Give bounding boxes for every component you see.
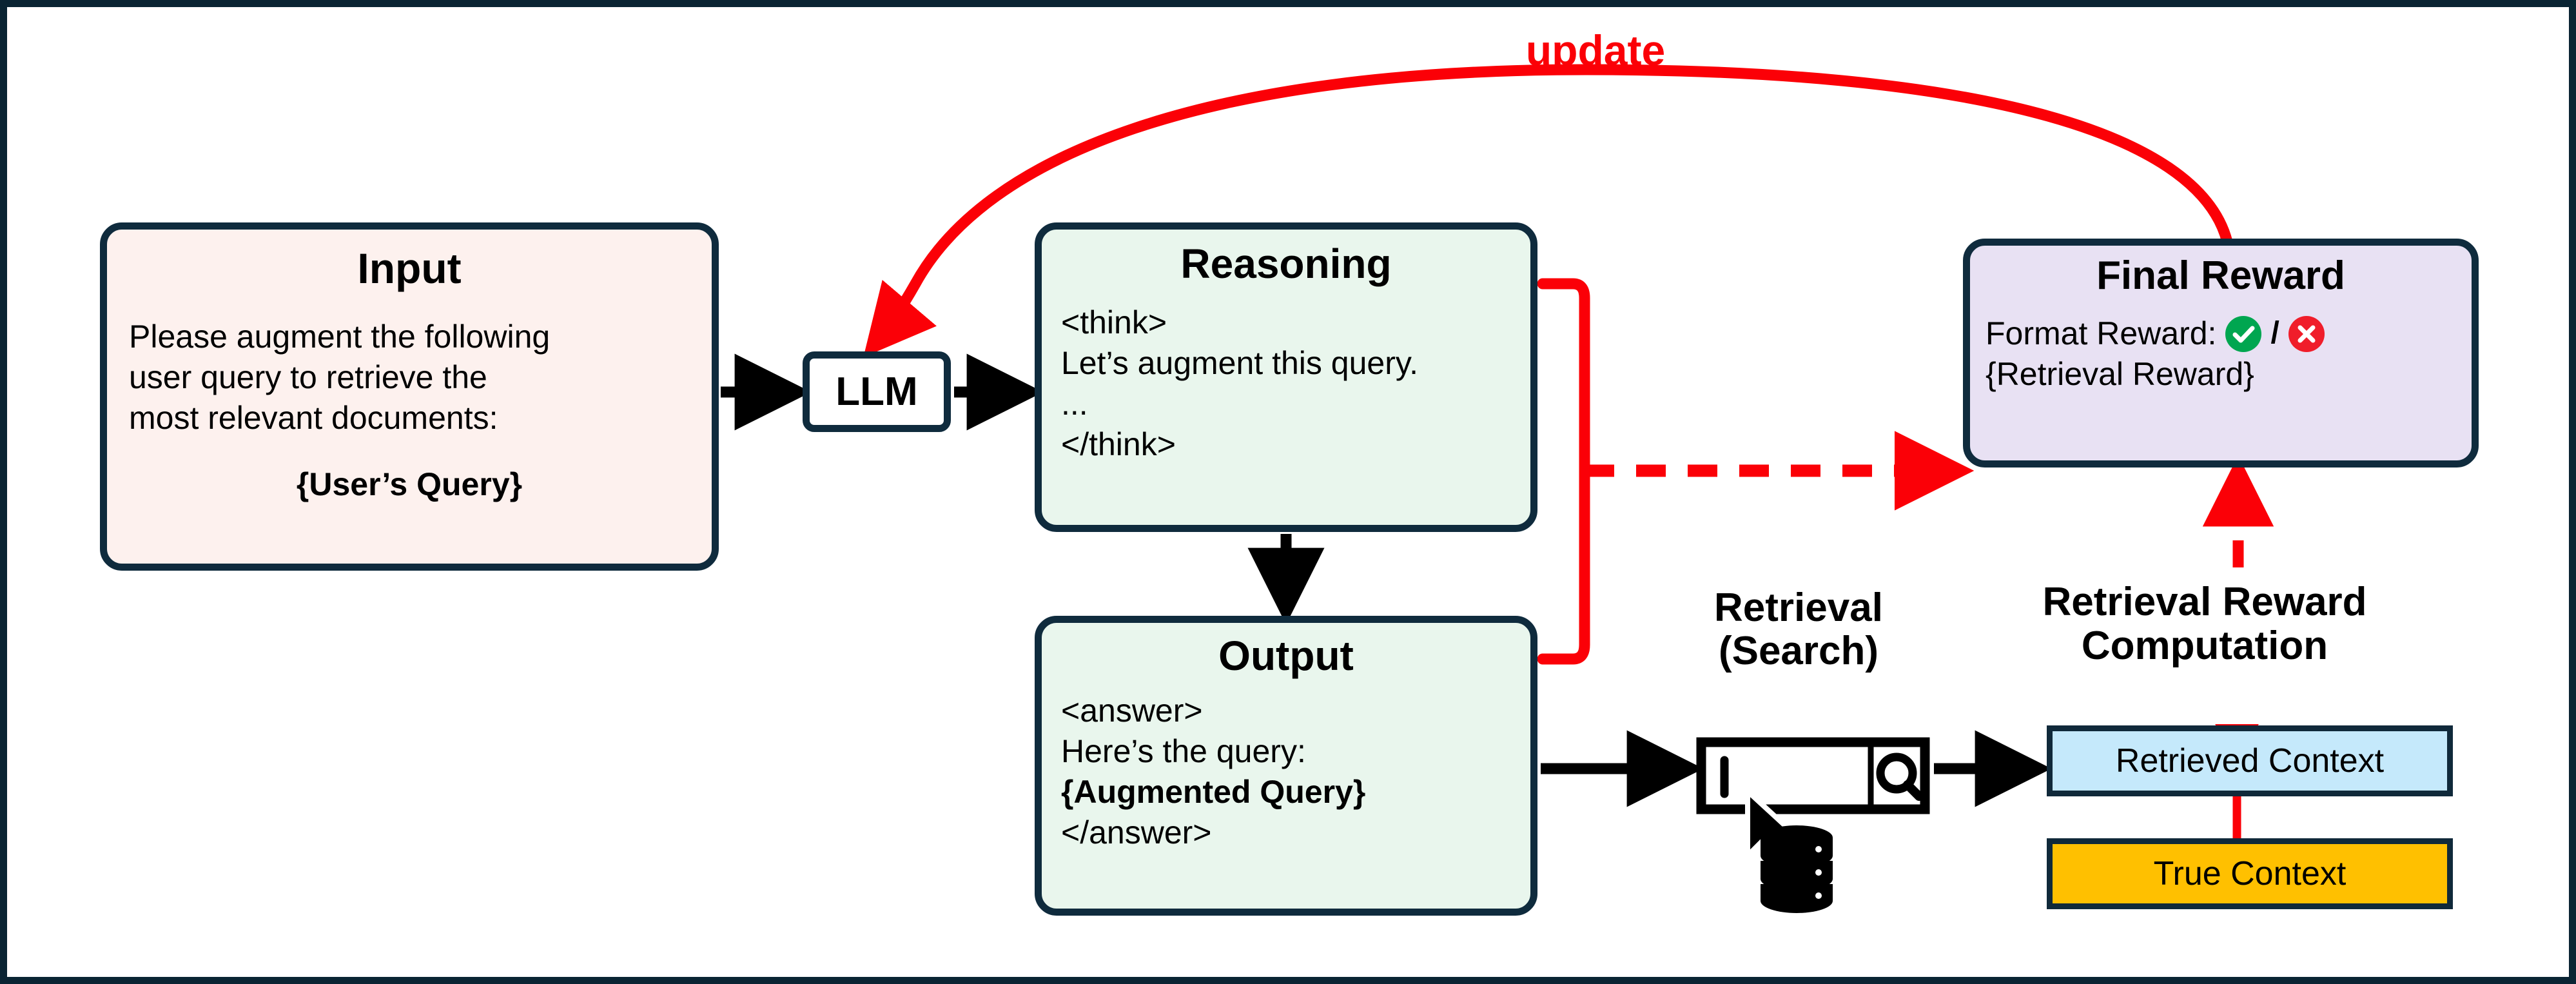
true-context-label: True Context	[2153, 855, 2347, 892]
format-reward-label: Format Reward:	[1986, 315, 2217, 352]
database-cylinder-icon	[1761, 825, 1833, 913]
edge-reward-bracket	[1537, 278, 1975, 665]
search-bar-icon[interactable]	[1696, 737, 1930, 913]
update-edge-label: update	[1525, 26, 1666, 74]
cross-circle-icon	[2288, 315, 2325, 352]
output-line-1: <answer>	[1061, 693, 1203, 729]
retrieval-label-line-1: Retrieval	[1714, 585, 1883, 630]
retrieved-context-box: Retrieved Context	[2047, 725, 2453, 796]
output-box-title: Output	[1218, 633, 1354, 679]
retrieved-context-label: Retrieved Context	[2115, 742, 2385, 780]
output-box: Output <answer> Here’s the query: {Augme…	[1035, 616, 1537, 916]
reasoning-line-4: </think>	[1061, 426, 1176, 463]
retrieval-label: Retrieval (Search)	[1650, 585, 1947, 673]
llm-box: LLM	[803, 351, 951, 432]
reward-separator: /	[2270, 316, 2279, 351]
output-line-4: </answer>	[1061, 814, 1212, 851]
input-box: Input Please augment the following user …	[100, 222, 719, 571]
input-box-line-3: most relevant documents:	[129, 400, 498, 437]
check-circle-icon	[2225, 315, 2262, 352]
input-box-title: Input	[357, 244, 462, 292]
rrc-label-line-2: Computation	[2081, 624, 2328, 669]
reasoning-line-1: <think>	[1061, 304, 1167, 341]
input-box-line-2: user query to retrieve the	[129, 359, 487, 396]
final-reward-title: Final Reward	[2096, 253, 2345, 298]
retrieval-reward-token: {Retrieval Reward}	[1986, 356, 2254, 393]
reasoning-box-title: Reasoning	[1180, 241, 1392, 287]
retrieval-reward-computation-label: Retrieval Reward Computation	[1973, 580, 2437, 668]
input-box-line-1: Please augment the following	[129, 319, 551, 355]
output-line-2: Here’s the query:	[1061, 733, 1306, 770]
search-widget[interactable]	[1696, 737, 1930, 913]
true-context-box: True Context	[2047, 838, 2453, 909]
rrc-label-line-1: Retrieval Reward	[2042, 580, 2367, 624]
reasoning-box: Reasoning <think> Let’s augment this que…	[1035, 222, 1537, 532]
reasoning-line-3: ...	[1061, 386, 1088, 422]
edge-update-arc	[863, 64, 2233, 358]
input-box-query-token: {User’s Query}	[296, 466, 523, 503]
retrieval-label-line-2: (Search)	[1718, 628, 1879, 673]
llm-box-label: LLM	[835, 369, 918, 414]
final-reward-box: Final Reward Format Reward: / {Retrieval…	[1963, 239, 2479, 467]
output-line-3: {Augmented Query}	[1061, 774, 1366, 811]
reasoning-line-2: Let’s augment this query.	[1061, 345, 1419, 382]
format-reward-row: Format Reward: /	[1986, 313, 2456, 354]
